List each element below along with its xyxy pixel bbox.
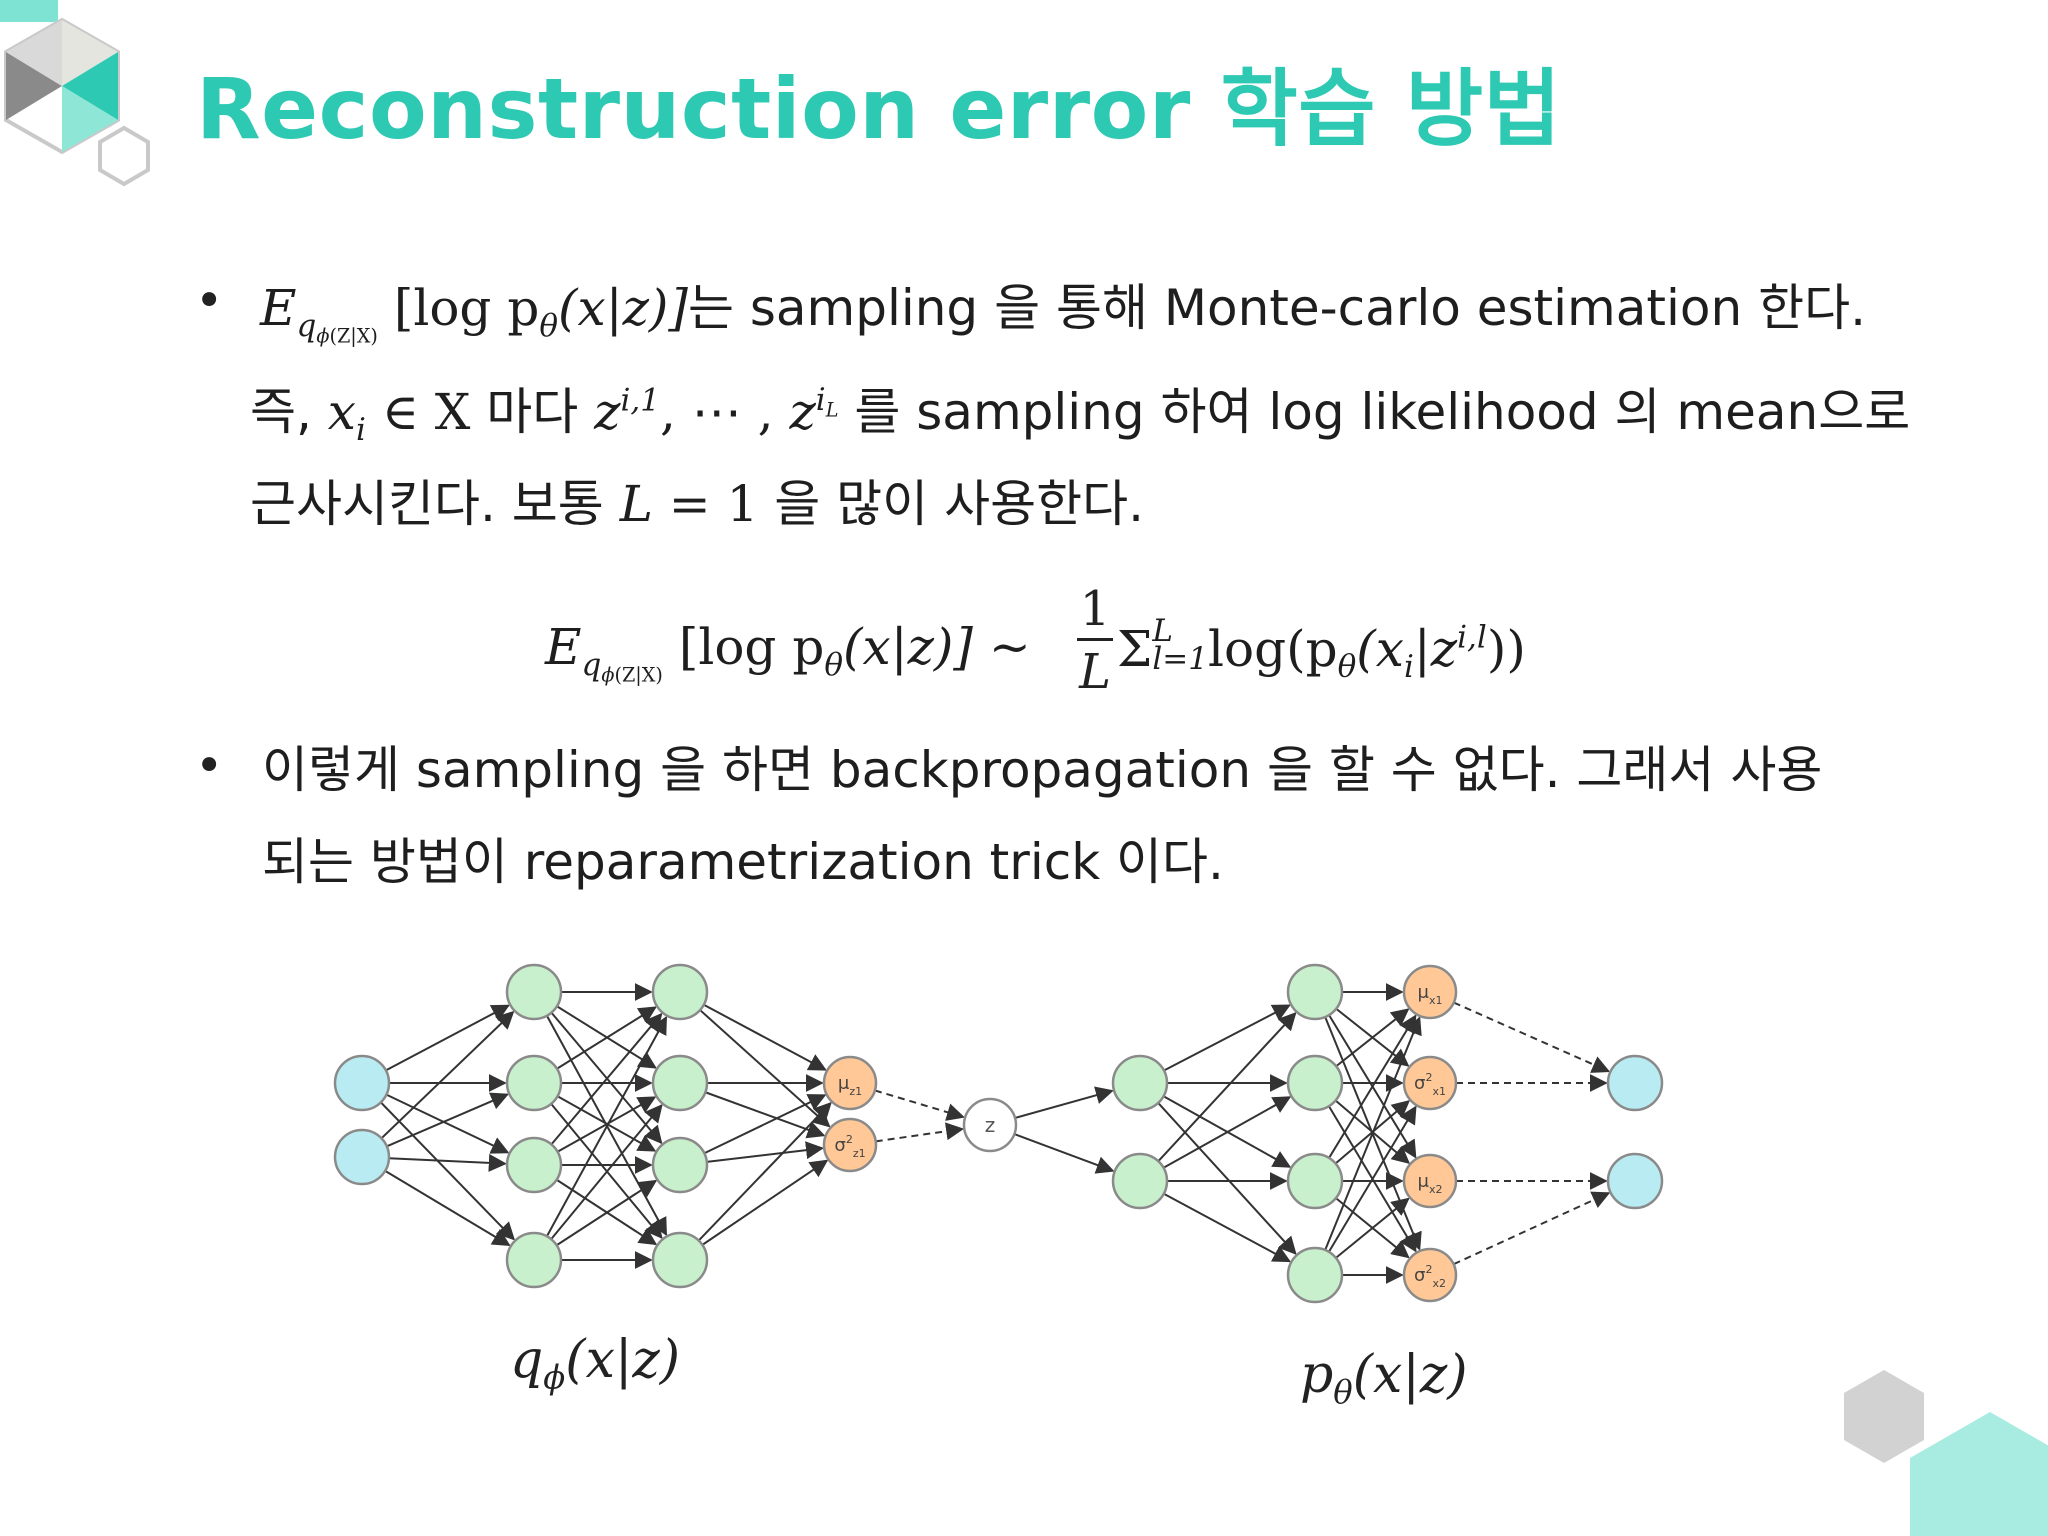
encoder-param-node: μz1 <box>822 1055 878 1111</box>
decoder-hidden-node <box>1286 1152 1344 1210</box>
log-likelihood-expr: [log pθ(x|z)] <box>393 279 688 344</box>
latent-z-label: z <box>985 1113 996 1137</box>
edge-enc-input <box>380 1101 516 1241</box>
edge-dec-param <box>1328 1014 1417 1159</box>
hexagon-corner-decoration <box>1844 1370 2048 1536</box>
decoder-param-node: μx2 <box>1402 1153 1458 1209</box>
edge-enc-param <box>703 1003 827 1071</box>
node-label: μz1 <box>838 1073 862 1098</box>
decoder-caption: pθ(x|z) <box>1300 1345 1468 1412</box>
edge-dec-hidden <box>1163 1096 1292 1169</box>
edge-enc-hidden <box>550 1103 663 1240</box>
expectation-subscript: qϕ(Z|X) <box>296 307 378 348</box>
decoder-hidden-node <box>1111 1152 1169 1210</box>
edge-enc-param <box>697 1101 832 1242</box>
bullet-marker-2: • <box>195 738 224 794</box>
latent-z-node: z <box>962 1097 1018 1153</box>
encoder-param-node: σ2z1 <box>822 1117 878 1173</box>
edge-dec-hidden <box>1157 1102 1297 1255</box>
edge-enc-param <box>699 1009 831 1128</box>
encoder-hidden-node <box>505 963 563 1021</box>
bullet1-line2: 즉, xi ∈ X 마다 zi,1, ⋯ , ziL 를 sampling 하여… <box>250 382 1911 448</box>
edge-dec-param <box>1335 1008 1410 1068</box>
decoder-hidden-node <box>1111 1054 1169 1112</box>
edge-enc-param <box>703 1094 827 1155</box>
decoder-param-node: σ2x1 <box>1402 1055 1458 1111</box>
decoder-hidden-node <box>1286 963 1344 1021</box>
edge-from-latent <box>1014 1086 1114 1119</box>
decoder-hidden-node <box>1286 1246 1344 1304</box>
input-node <box>333 1054 391 1112</box>
hexagon-logo-decoration <box>0 0 150 187</box>
node-label: σ2x2 <box>1414 1263 1446 1290</box>
encoder-hidden-node <box>505 1231 563 1289</box>
node-label: μx2 <box>1418 1171 1443 1196</box>
encoder-hidden-node <box>505 1136 563 1194</box>
edge-enc-hidden <box>550 1012 663 1146</box>
edge-enc-hidden <box>557 1096 657 1153</box>
edge-dec-output <box>1453 1001 1611 1073</box>
equation-left: Eqϕ(Z|X) [log pθ(x|z)] ~ <box>545 618 1031 687</box>
edge-dec-hidden <box>1157 1011 1297 1162</box>
edge-enc-input <box>385 1004 510 1072</box>
expectation-symbol: E <box>260 279 297 337</box>
bullet1-line3: 근사시킨다. 보통 L = 1 을 많이 사용한다. <box>250 475 1144 533</box>
edge-enc-param <box>706 1141 824 1163</box>
bullet1-line1: Eqϕ(Z|X) [log pθ(x|z)]는 sampling 을 통해 Mo… <box>260 268 1866 348</box>
node-label: σ2x1 <box>1414 1071 1446 1098</box>
edge-dec-output <box>1453 1191 1611 1266</box>
slide-title: Reconstruction error 학습 방법 <box>196 60 1562 158</box>
edge-enc-input <box>388 1153 507 1172</box>
encoder-caption: qϕ(x|z) <box>510 1330 681 1397</box>
equation-fraction: 1 L <box>1077 580 1113 703</box>
bullet2-line2: 되는 방법이 reparametrization trick 이다. <box>262 833 1224 891</box>
input-node <box>333 1128 391 1186</box>
bullet-marker: • <box>195 273 224 329</box>
output-node <box>1606 1054 1664 1112</box>
node-label: σ2z1 <box>834 1133 865 1160</box>
edge-to-latent <box>874 1089 965 1121</box>
edge-enc-param <box>701 1159 829 1246</box>
encoder-hidden-node <box>651 963 709 1021</box>
decoder-param-node: σ2x2 <box>1402 1247 1458 1303</box>
decoder-hidden-node <box>1286 1054 1344 1112</box>
edge-dec-param <box>1328 1105 1417 1253</box>
edge-dec-param <box>1335 1197 1410 1259</box>
edge-enc-hidden <box>546 1015 668 1237</box>
output-node <box>1606 1152 1664 1210</box>
edge-from-latent <box>1014 1133 1115 1174</box>
edge-enc-hidden <box>556 1006 657 1070</box>
edge-enc-input <box>386 1092 510 1148</box>
encoder-hidden-node <box>651 1054 709 1112</box>
edge-dec-param <box>1324 1016 1422 1251</box>
vae-network-diagram: μz1 σ2z1 z μx1 σ2x1 μx2 σ2x2 <box>333 963 1664 1304</box>
edge-enc-input <box>384 1170 511 1247</box>
encoder-hidden-node <box>651 1136 709 1194</box>
node-label: μx1 <box>1418 982 1443 1007</box>
edge-to-latent <box>875 1122 965 1143</box>
edge-dec-hidden <box>1163 1004 1291 1072</box>
edge-enc-input <box>385 1093 510 1154</box>
edge-enc-hidden <box>556 1179 658 1247</box>
bullet1-line1-text: 는 sampling 을 통해 Monte-carlo estimation 한… <box>687 279 1866 337</box>
edge-enc-param <box>705 1091 826 1139</box>
bullet2-line1: 이렇게 sampling 을 하면 backpropagation 을 할 수 … <box>262 741 1823 799</box>
edge-dec-hidden <box>1163 1192 1292 1263</box>
encoder-hidden-node <box>505 1054 563 1112</box>
encoder-hidden-node <box>651 1231 709 1289</box>
edge-enc-input <box>380 1010 515 1140</box>
decoder-param-node: μx1 <box>1402 964 1458 1020</box>
